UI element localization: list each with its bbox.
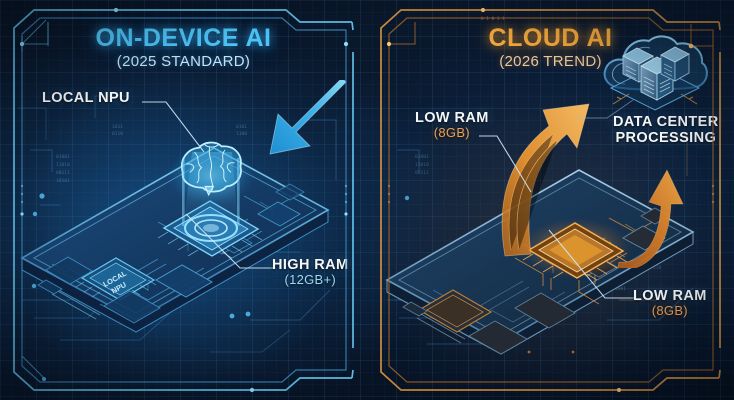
- soc-chip-active: [520, 218, 632, 281]
- left-panel-subtitle: (2025 STANDARD): [116, 52, 251, 70]
- callout-high-ram: HIGH RAM (12GB+): [272, 257, 349, 288]
- svg-text:1001: 1001: [615, 286, 626, 292]
- callout-local-npu-line1: LOCAL NPU: [42, 90, 130, 106]
- arrow-down-left-icon: [269, 80, 347, 155]
- left-panel-title: ON-DEVICE AI: [95, 24, 272, 52]
- callout-high-ram-line1: HIGH RAM: [272, 257, 349, 273]
- callout-data-center: DATA CENTER PROCESSING: [613, 114, 719, 146]
- callout-low-ram-top-line2: (8GB): [433, 125, 470, 141]
- npu-chip-pad: [157, 200, 263, 259]
- smartphone-isometric-left: LOCAL NPU: [20, 141, 330, 333]
- callout-high-ram-line2: (12GB+): [284, 272, 337, 288]
- callout-low-ram-top-line1: LOW RAM: [415, 110, 489, 126]
- svg-text:0110: 0110: [615, 279, 626, 285]
- svg-text:1011: 1011: [112, 124, 123, 130]
- svg-text:010: 010: [653, 258, 662, 264]
- leader-line-local-npu: [142, 101, 205, 153]
- leader-line-high-ram: [185, 213, 274, 269]
- callout-low-ram-bottom-line2: (8GB): [651, 303, 688, 319]
- callout-local-npu: LOCAL NPU: [42, 90, 130, 106]
- svg-text:0 1 0 1 1: 0 1 0 1 1: [481, 16, 505, 22]
- callout-low-ram-top: LOW RAM (8GB): [415, 110, 489, 141]
- right-title-group: CLOUD AI (2026 TREND): [367, 24, 734, 70]
- curved-arrow-up-primary: [501, 103, 590, 257]
- right-panel-title: CLOUD AI: [488, 24, 613, 52]
- svg-text:0101: 0101: [236, 124, 247, 130]
- chip-local-npu: LOCAL NPU: [75, 257, 157, 301]
- svg-text:01001: 01001: [56, 154, 70, 160]
- callout-data-center-line1: DATA CENTER: [613, 114, 719, 130]
- leader-line-low-ram-bottom: [548, 229, 635, 299]
- svg-text:0110: 0110: [112, 131, 123, 137]
- svg-text:01001: 01001: [415, 154, 429, 160]
- right-panel-subtitle: (2026 TREND): [499, 52, 602, 70]
- svg-text:00111: 00111: [415, 170, 429, 176]
- svg-text:LOCAL: LOCAL: [101, 268, 128, 288]
- svg-text:11010: 11010: [56, 162, 70, 168]
- smartphone-isometric-right: [385, 169, 695, 355]
- callout-low-ram-bottom: LOW RAM (8GB): [633, 288, 707, 319]
- svg-text:NPU: NPU: [110, 280, 128, 295]
- svg-text:1011: 1011: [615, 272, 626, 278]
- svg-text:1100: 1100: [236, 131, 247, 137]
- brain-hologram: [181, 141, 242, 197]
- callout-data-center-line2: PROCESSING: [615, 130, 717, 147]
- svg-text:110: 110: [653, 265, 662, 271]
- curved-arrow-up-secondary: [617, 169, 684, 268]
- left-title-group: ON-DEVICE AI (2025 STANDARD): [0, 24, 367, 70]
- svg-text:00111: 00111: [56, 170, 70, 176]
- svg-text:10101: 10101: [56, 178, 70, 184]
- svg-text:11010: 11010: [415, 162, 429, 168]
- callout-low-ram-bottom-line1: LOW RAM: [633, 288, 707, 304]
